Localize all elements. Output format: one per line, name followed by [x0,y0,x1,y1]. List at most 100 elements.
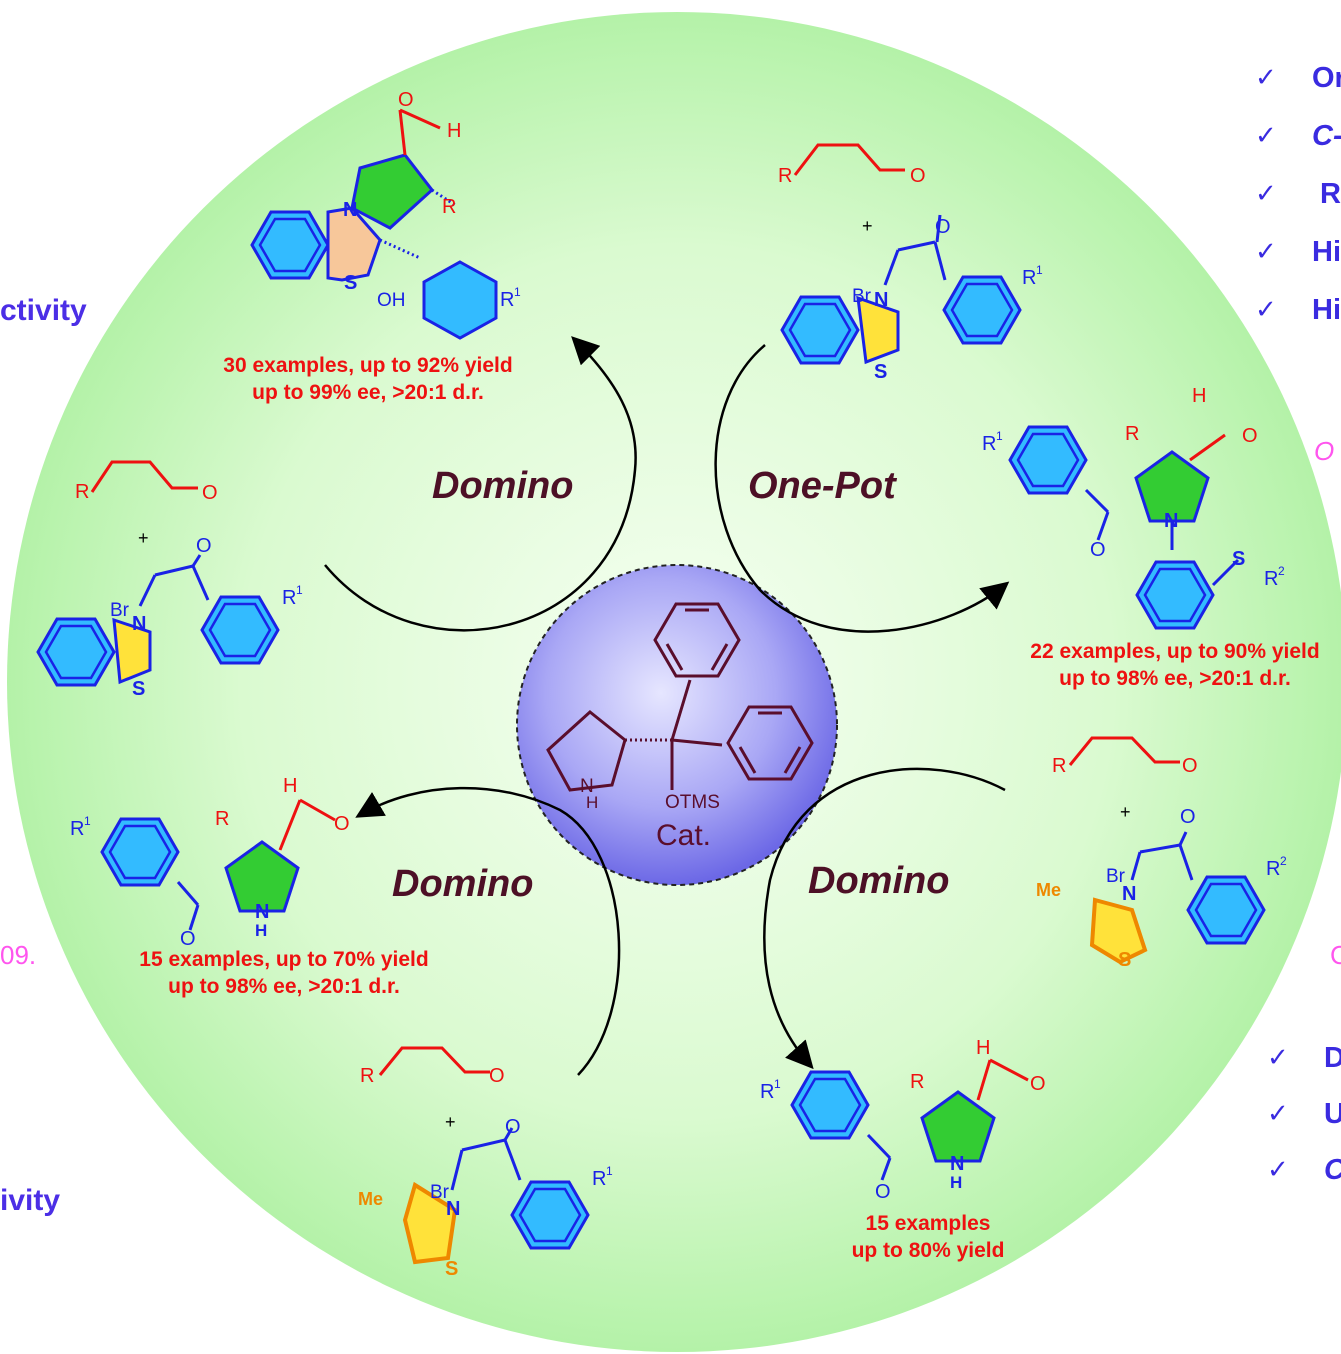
product-bottom-right [790,1058,1029,1181]
label-domino-bottom-left: Domino [392,863,533,905]
side-fragment-left-bottom: ivity [0,1184,61,1217]
atom-label: 2 [1280,854,1287,868]
plus-sign: + [862,216,873,236]
checklist-top-item: Or [1312,62,1341,94]
catalyst-h-label: H [586,793,598,812]
product-top-left [250,108,498,340]
check-icon: ✓ [1267,1042,1289,1072]
reagent-bottom-right [1068,736,1266,965]
product-bottom-left [100,798,336,931]
atom-label: O [935,216,951,238]
check-icon: ✓ [1255,236,1277,266]
atom-label: R [360,1065,374,1087]
catalyst-n-label: N [580,776,594,797]
catalyst-otms-label: OTMS [665,792,720,813]
atom-label: R [282,587,296,609]
atom-label: 1 [514,285,521,299]
product-right [1008,425,1240,630]
checklist-top-item: C- [1312,120,1341,152]
atom-label: R [215,808,229,830]
atom-label: Br [1106,866,1126,887]
side-fragment-left-pink: 09. [0,940,37,970]
checklist-top-item: Hi [1312,294,1341,326]
arrow-bottom-left [355,786,621,1076]
atom-label: R [1266,858,1280,880]
atom-label: 1 [774,1077,781,1091]
checklist-bottom-item: U [1324,1098,1341,1130]
label-domino-bottom-right: Domino [808,860,949,902]
atom-label: Br [430,1182,450,1203]
arrow-top-left [324,336,637,632]
atom-label: N [874,289,888,311]
atom-label: S [344,272,357,294]
atom-label: H [950,1173,962,1192]
result-bottom-right-line2: up to 80% yield [852,1239,1005,1262]
atom-label: Me [1036,880,1061,900]
atom-label: R [778,165,792,187]
atom-label: R [75,481,89,503]
atom-label: H [1192,385,1206,407]
atom-label: R [1264,568,1278,590]
check-icon: ✓ [1255,294,1277,324]
side-fragment-left-top: ctivity [0,294,87,327]
atom-label: S [874,361,887,383]
atom-label: R [760,1081,774,1103]
plus-sign: + [138,528,149,548]
atom-label: 1 [996,429,1003,443]
reagent-bottom-left [378,1046,590,1265]
check-icon: ✓ [1255,62,1277,92]
atom-label: R [1052,755,1066,777]
atom-label: O [1182,755,1198,777]
atom-label: H [447,120,461,142]
atom-label: R [982,433,996,455]
atom-label: O [398,89,414,111]
atom-label: 1 [606,1164,613,1178]
atom-label: 2 [1278,564,1285,578]
result-bottom-left-line2: up to 98% ee, >20:1 d.r. [168,975,400,998]
atom-label: Br [852,286,872,307]
reagent-top-right [780,143,1022,365]
atom-label: O [202,482,218,504]
atom-label: N [343,199,357,221]
result-top-left-line2: up to 99% ee, >20:1 d.r. [252,381,484,404]
atom-label: O [910,165,926,187]
checklist-top-item: R [1320,178,1341,210]
plus-sign: + [1120,802,1131,822]
check-icon: ✓ [1255,120,1277,150]
atom-label: N [132,613,146,635]
atom-label: H [976,1037,990,1059]
label-onepot: One-Pot [748,465,897,507]
atom-label: Me [358,1189,383,1209]
atom-label: O [505,1116,521,1138]
atom-label: S [1232,548,1245,570]
atom-label: 1 [1036,263,1043,277]
arrow-top-right [714,344,1010,633]
atom-label: O [875,1181,891,1203]
checklist-bottom-item: D [1324,1042,1341,1074]
result-right-line1: 22 examples, up to 90% yield [1030,640,1319,663]
catalyst-structure [546,602,814,792]
atom-label: O [334,813,350,835]
result-bottom-right-line1: 15 examples [866,1212,991,1235]
result-top-left-line1: 30 examples, up to 92% yield [223,354,512,377]
atom-label: O [180,928,196,950]
atom-label: S [132,678,145,700]
atom-label: R [70,818,84,840]
atom-label: O [1242,425,1258,447]
atom-label: N [1122,883,1136,905]
atom-label: Br [110,600,130,621]
plus-sign: + [445,1112,456,1132]
atom-label: O [196,535,212,557]
check-icon: ✓ [1267,1154,1289,1184]
atom-label: O [1090,539,1106,561]
atom-label: R [1125,423,1139,445]
atom-label: N [255,901,269,923]
side-fragment-right-pink-bottom: C [1330,940,1341,970]
reagent-left [36,460,280,687]
atom-label: R [442,196,456,218]
atom-label: S [445,1258,458,1280]
atom-label: N [1164,510,1178,532]
catalyst-label: Cat. [656,819,711,852]
atom-label: 1 [84,814,91,828]
